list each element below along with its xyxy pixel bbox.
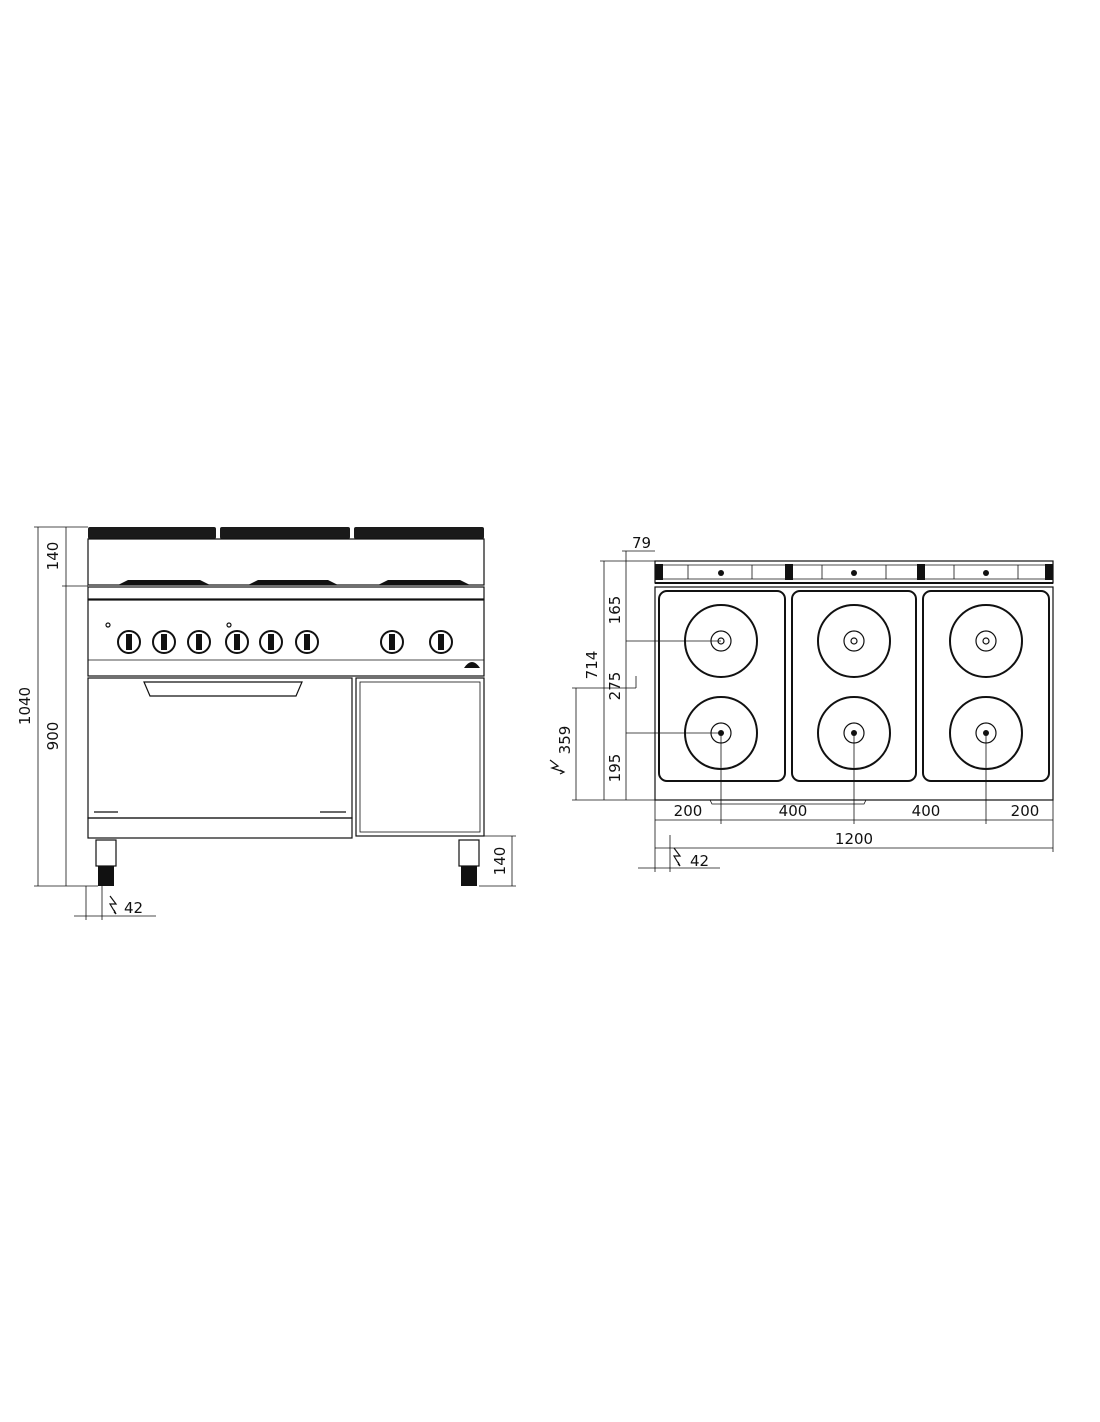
legs [95,839,480,886]
hotplate [817,604,891,678]
dim-label-195: 195 [606,754,624,783]
dim-label-275: 275 [606,672,624,701]
front-view: 1040 140 900 140 42 [16,526,516,920]
dim-label-165: 165 [606,596,624,625]
dim-label-1200: 1200 [835,830,873,848]
dim-label-900: 900 [44,722,62,751]
dim-label-359: 359 [556,726,574,755]
dim-label-42-top: 42 [690,852,709,870]
dim-total-height: 1040 [16,526,98,887]
knob [225,630,249,654]
top-view: 714 165 275 195 359 79 200 400 [549,534,1054,872]
front-top-band [87,586,485,600]
dim-label-400-a: 400 [779,802,808,820]
indicator-light [226,622,232,628]
indicator-light [105,622,111,628]
electric-symbol-icon [549,759,566,775]
dim-backsplash: 79 [622,534,655,583]
knob [117,630,141,654]
hotplates [684,604,1023,770]
dim-label-79: 79 [632,534,651,552]
front-hob-tops [88,527,484,539]
dim-label-42-front: 42 [124,899,143,917]
knob [187,630,211,654]
control-panel [87,599,485,677]
front-cooktop-section [87,538,485,586]
side-cabinet-door [355,677,485,837]
dim-leg-height: 140 [479,835,516,887]
dim-label-400-b: 400 [912,802,941,820]
oven-door [87,677,353,819]
dim-power-inlet-front: 42 [74,886,156,920]
knob [429,630,453,654]
dim-top-vertical: 714 165 275 195 359 [549,560,655,801]
backsplash [654,560,1054,584]
electric-symbol-icon [672,847,682,867]
knob [259,630,283,654]
base-plinth [87,817,353,839]
brand-logo-icon [464,662,480,668]
dim-label-714: 714 [583,651,601,680]
dim-top-horizontal: 200 400 400 200 1200 42 [638,733,1054,872]
knob [295,630,319,654]
hotplate [949,604,1023,678]
knob [152,630,176,654]
dim-label-140-top: 140 [44,542,62,571]
dim-label-200-right: 200 [1011,802,1040,820]
oven-handle [143,681,303,697]
dim-label-140-leg: 140 [491,847,509,876]
electric-symbol-icon [108,895,118,915]
dim-top-height: 140 [44,527,88,587]
dim-label-200-left: 200 [674,802,703,820]
control-knobs [117,630,453,654]
knob [380,630,404,654]
dim-body-height: 900 [44,586,67,886]
dim-label-1040: 1040 [16,687,34,725]
front-plate-edges [118,580,470,585]
